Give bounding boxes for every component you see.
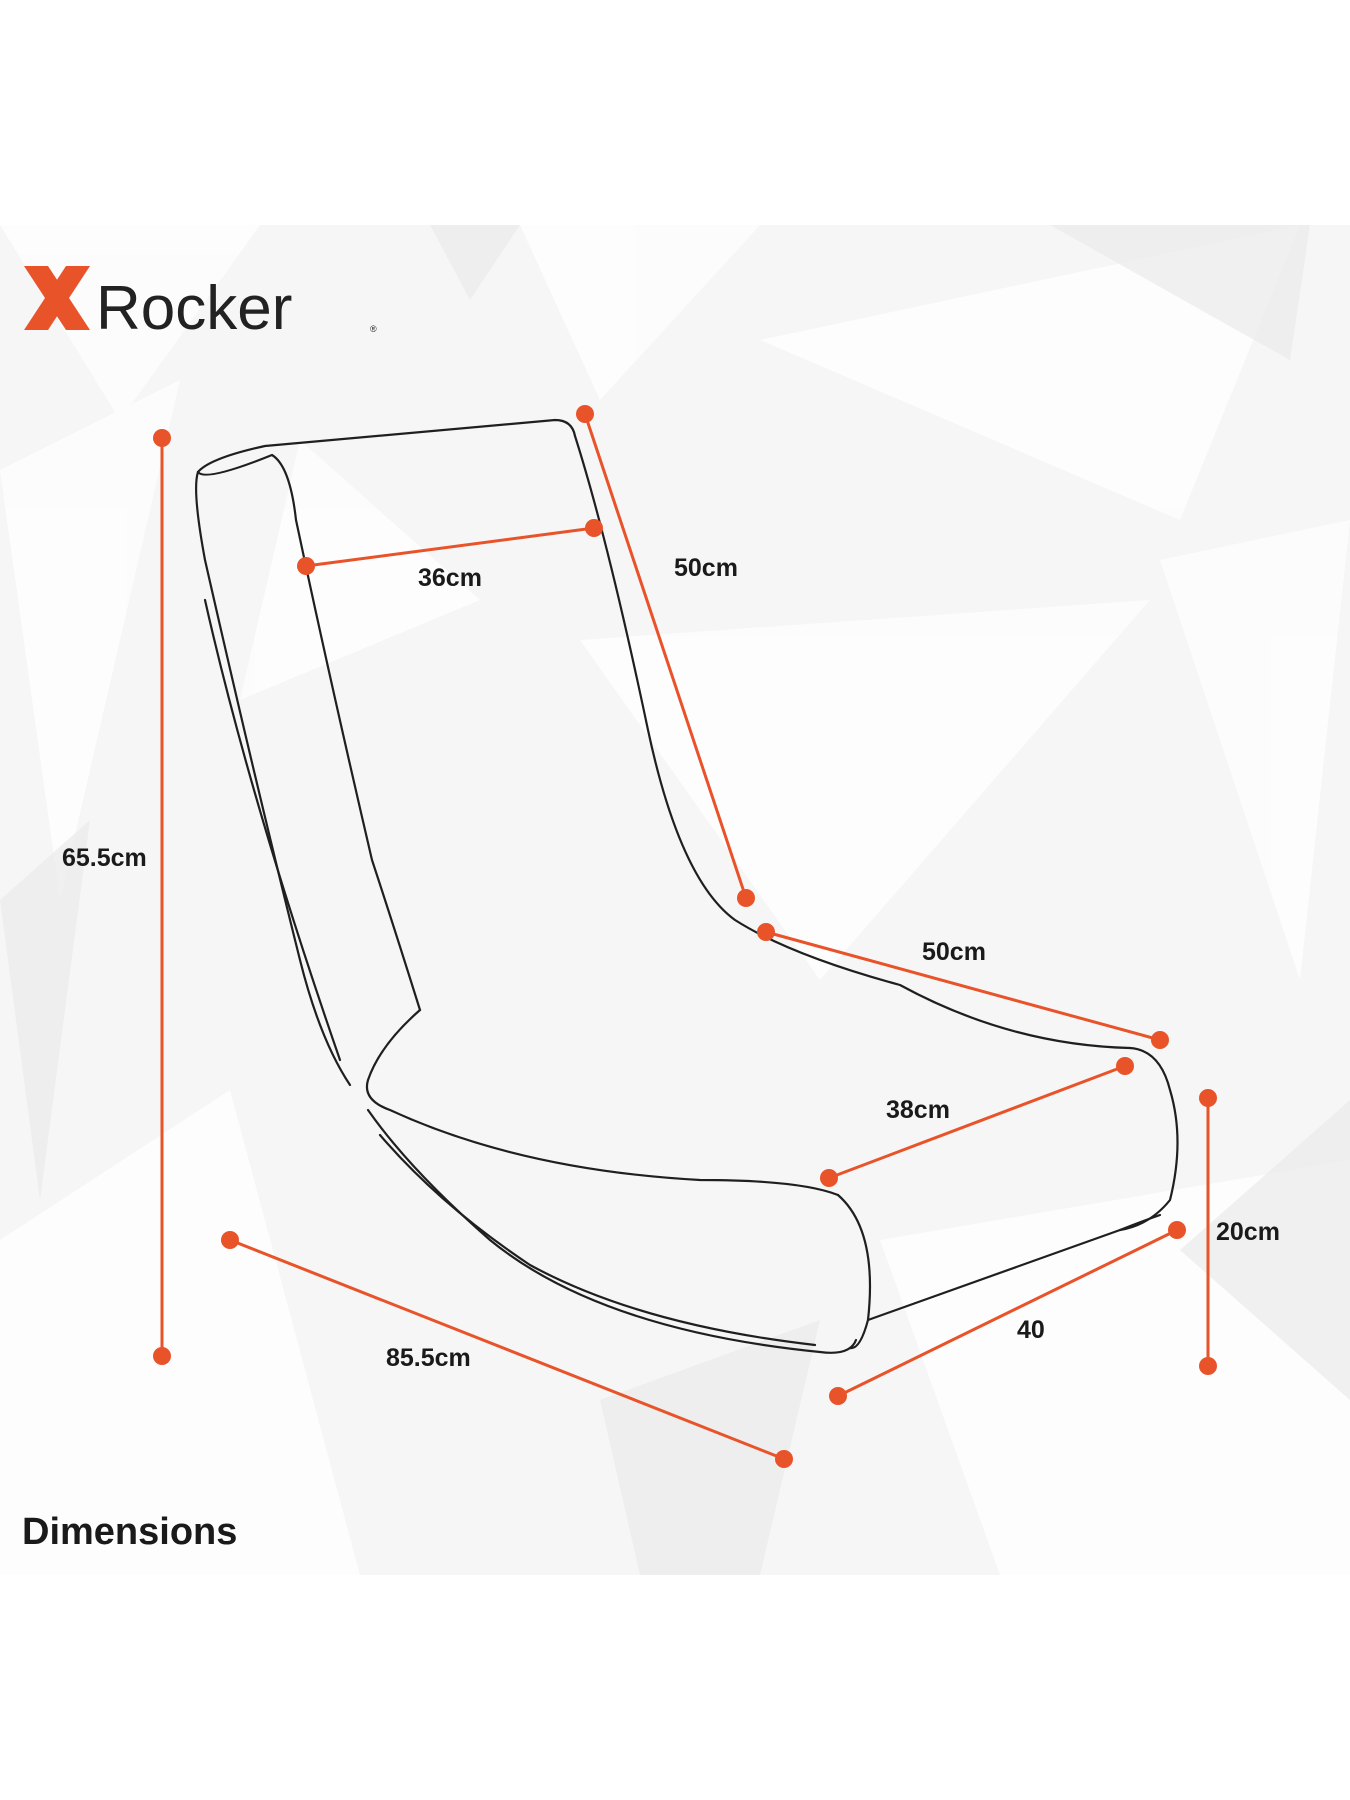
label-base-height: 20cm <box>1216 1218 1280 1246</box>
brand-name: Rocker <box>96 274 292 343</box>
chair-outline <box>195 418 1179 1354</box>
dimension-seat-width <box>820 1057 1134 1187</box>
dimension-lines <box>153 405 1217 1468</box>
dimension-total-length <box>221 1231 793 1468</box>
backrest-right-edge <box>573 434 1132 1050</box>
background-facets <box>0 225 1350 1575</box>
backrest-front-edge <box>196 453 422 1012</box>
backrest-side-lower <box>203 598 342 1062</box>
backrest-side-outer <box>195 470 352 1087</box>
dimension-seat-length <box>757 923 1169 1049</box>
backrest-top-edge <box>196 418 577 474</box>
dimension-backrest-width <box>297 519 603 575</box>
label-seat-length: 50cm <box>922 938 986 966</box>
label-base-width: 40 <box>1017 1316 1045 1344</box>
label-seat-width: 38cm <box>886 1096 950 1124</box>
dimension-labels: 36cm 50cm 65.5cm 50cm 38cm 20cm 40 85.5c… <box>62 554 1280 1372</box>
background-facets-shade <box>0 225 1350 1575</box>
label-backrest-length: 50cm <box>674 554 738 582</box>
x-mark-icon <box>24 266 90 330</box>
label-total-height: 65.5cm <box>62 844 147 872</box>
base-right-foot <box>1118 1213 1162 1232</box>
dimension-backrest-length <box>576 405 755 907</box>
dimension-total-height <box>153 429 171 1365</box>
base-bottom-curve <box>366 1108 858 1354</box>
label-total-length: 85.5cm <box>386 1344 471 1372</box>
label-backrest-width: 36cm <box>418 564 482 592</box>
dimension-base-height <box>1199 1089 1217 1375</box>
base-inner-curve <box>378 1133 817 1347</box>
seat-front-roll <box>836 1193 872 1350</box>
seat-front-curve <box>365 1008 840 1197</box>
brand-logo: Rocker ® <box>24 266 377 343</box>
dimension-base-width <box>829 1221 1186 1405</box>
page-title: Dimensions <box>22 1511 237 1553</box>
registered-mark: ® <box>370 324 377 334</box>
